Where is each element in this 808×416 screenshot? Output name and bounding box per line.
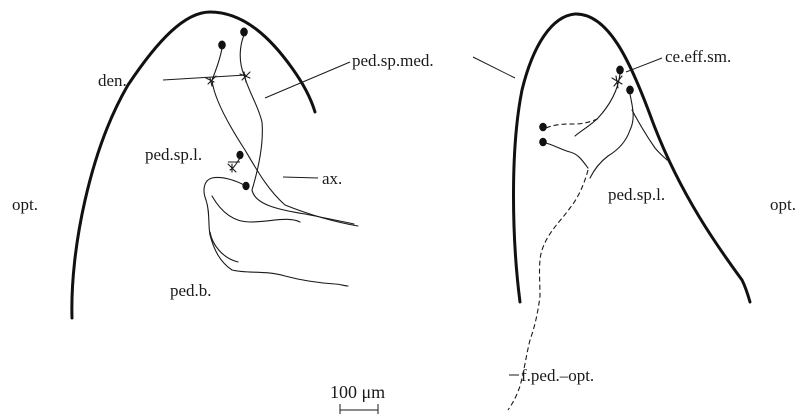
peduncle-branch-2	[212, 196, 300, 222]
label-ped-sp-l-left: ped.sp.l.	[145, 145, 202, 164]
ce-eff-sm-leader	[626, 58, 662, 72]
label-ax: ax.	[322, 169, 342, 188]
soma-6	[626, 86, 634, 95]
label-f-ped-opt: f.ped.–opt.	[521, 366, 594, 385]
peduncle-branch	[204, 177, 348, 286]
neurite-5	[575, 74, 620, 136]
soma-8	[539, 138, 547, 147]
soma-5	[616, 66, 624, 75]
neurite-1	[212, 48, 358, 226]
ax-leader	[283, 177, 318, 178]
den-leader	[163, 75, 246, 80]
label-opt-right: opt.	[770, 195, 796, 214]
label-ped-sp-l-right: ped.sp.l.	[608, 185, 665, 204]
label-opt-left: opt.	[12, 195, 38, 214]
dendrite-tuft-2	[240, 72, 250, 82]
ped-sp-med-leader-right	[473, 57, 515, 78]
neurite-6	[590, 94, 633, 178]
scale-bar-label: 100 μm	[330, 382, 385, 402]
left-lobe-outline	[72, 12, 315, 318]
scale-bar	[340, 404, 378, 414]
soma-7	[539, 123, 547, 132]
label-ce-eff-sm: ce.eff.sm.	[665, 47, 731, 66]
label-ped-b: ped.b.	[170, 281, 212, 300]
label-ped-sp-med: ped.sp.med.	[352, 51, 434, 70]
neurite-8	[546, 143, 588, 168]
right-neurons	[508, 66, 667, 411]
neurite-3	[228, 158, 240, 172]
left-neurons	[204, 28, 358, 287]
label-den: den.	[98, 71, 127, 90]
neurite-2	[240, 35, 354, 224]
